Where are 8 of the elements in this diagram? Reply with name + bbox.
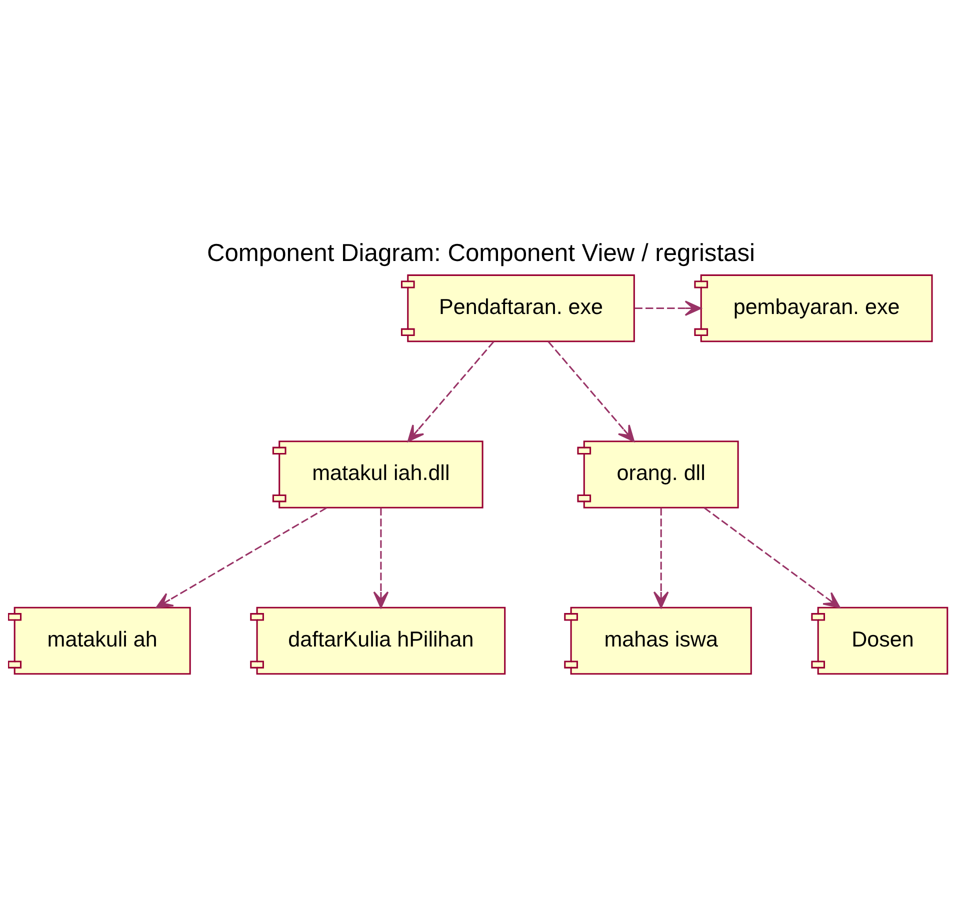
diagram-title: Component Diagram: Component View / regristasi [206,240,756,268]
arrow [156,507,327,608]
arrow [653,508,669,608]
arrow [373,508,389,608]
arrow [634,300,702,316]
arrow [407,341,494,442]
arrow [704,507,840,608]
arrow [548,341,635,442]
